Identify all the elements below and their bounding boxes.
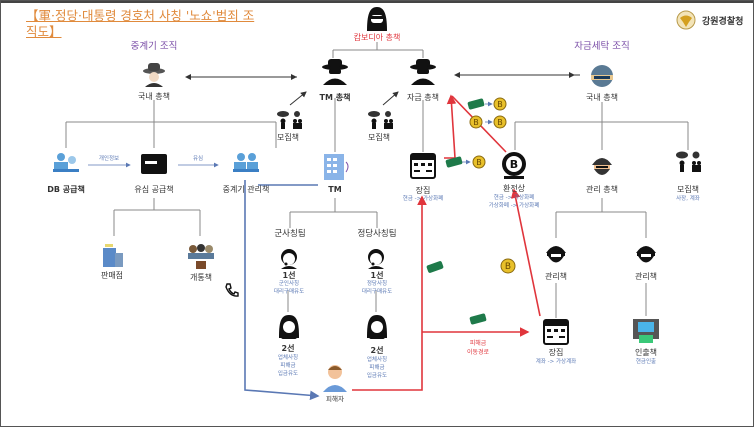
tm-recruiter-label: 모집책: [276, 133, 300, 142]
manager-boss-icon: [592, 158, 612, 175]
manager1-label: 관리책: [544, 272, 568, 281]
cash-bundle-icon: [426, 261, 444, 273]
relay-manager-icon: [233, 153, 259, 172]
line2-military-note-2: 피해금: [280, 363, 296, 369]
shop1-title: 장집: [415, 186, 431, 195]
fedora-man-icon: [143, 63, 165, 87]
withdrawer-title: 인출책: [634, 348, 658, 357]
shop-terminal-icon: [410, 153, 436, 179]
female-operator-icon: [367, 315, 387, 339]
funds-boss-spy-icon: [410, 59, 436, 85]
exchanger-note-1: 현금 -> 가상화폐: [493, 195, 535, 201]
usim-supplier-label: 유심 공급책: [134, 185, 174, 194]
laundering-recruiter-icon: [676, 151, 701, 172]
line1-party-note-2: 대리구매유도: [361, 289, 393, 295]
broker-head-label: 국내 총책: [138, 92, 170, 101]
edge-label-usim: 유심: [192, 156, 204, 162]
shop-terminal-icon: [543, 319, 569, 345]
bitcoin-coin-icon: B: [493, 115, 507, 129]
shop2-note: 계좌 -> 가상계좌: [535, 359, 577, 365]
masked-man-icon: [591, 65, 613, 87]
edge-label-personal-info: 개인정보: [98, 156, 120, 162]
shop1-note: 현금 -> 가상화폐: [402, 196, 444, 202]
team-military-label: 군사칭팀: [274, 229, 306, 239]
manager2-label: 관리책: [634, 272, 658, 281]
victim-person-icon: [323, 365, 347, 392]
laundering-recruiter-label: 모집책: [676, 185, 700, 194]
thief-manager-icon: [546, 246, 566, 263]
funds-recruiter-label: 모집책: [367, 133, 391, 142]
victim-label: 피해자: [326, 395, 344, 403]
shop2-title: 장집: [548, 348, 564, 357]
svg-text:B: B: [510, 158, 518, 171]
top-boss-label: 캄보디아 총책: [353, 33, 401, 42]
police-logo: 강원경찰청: [676, 10, 743, 30]
svg-text:B: B: [497, 100, 503, 109]
store-label: 판매점: [100, 271, 124, 280]
line1-military-title: 1선: [282, 271, 296, 280]
tm-callcenter-building-icon: [324, 154, 349, 180]
manager-boss-label: 관리 총책: [586, 185, 618, 194]
funds-recruiter-icon: [368, 111, 393, 129]
bitcoin-coin-icon: B: [500, 258, 516, 274]
logo-text: 강원경찰청: [702, 16, 744, 27]
svg-text:B: B: [497, 118, 503, 127]
exchanger-note-2: 가상화폐 -> 가상화폐: [488, 203, 540, 209]
bitcoin-coin-icon: B: [472, 155, 486, 169]
victim-money-label-2: 이동경로: [466, 349, 490, 356]
withdrawer-note: 현금인출: [635, 359, 657, 365]
line2-military-note-3: 입금유도: [277, 371, 299, 377]
bitcoin-coin-icon: B: [469, 115, 483, 129]
db-supplier-label: DB 공급책: [47, 185, 85, 194]
hooded-figure-icon: [367, 7, 387, 31]
line2-party-note-1: 업체사칭: [366, 357, 388, 363]
group-label-laundering: 자금세탁 조직: [574, 41, 630, 52]
svg-text:B: B: [473, 118, 479, 127]
atm-icon: [633, 319, 659, 343]
phone-call-icon: [225, 283, 239, 297]
store-building-icon: [103, 244, 123, 267]
victim-money-label-1: 피해금: [469, 340, 487, 347]
headset-operator-icon: [368, 249, 384, 269]
tm-center-label: TM: [328, 185, 342, 194]
line1-military-note-1: 군인사칭: [278, 281, 300, 287]
opener-label: 개통책: [189, 273, 213, 282]
team-party-label: 정당사칭팀: [357, 229, 397, 239]
laundering-head-label: 국내 총책: [586, 93, 618, 102]
funds-boss-label: 자금 총책: [407, 93, 439, 102]
diagram-title: 【軍·정당·대통령 경호처 사칭 '노쇼'범죄 조직도】: [26, 8, 255, 39]
line2-military-note-1: 업체사칭: [277, 355, 299, 361]
line2-party-note-2: 피해금: [369, 365, 385, 371]
cash-bundle-icon: [467, 98, 485, 110]
tm-recruiter-icon: [277, 111, 302, 129]
tm-boss-spy-icon: [322, 59, 348, 85]
cash-bundle-icon: [469, 313, 487, 325]
tm-boss-label: TM 총책: [319, 93, 351, 102]
bitcoin-exchanger-icon: B: [502, 152, 526, 179]
line1-party-note-1: 정당사칭: [366, 281, 388, 287]
thief-manager-icon: [636, 246, 656, 263]
relay-manager-label: 중계기 관리책: [222, 185, 270, 194]
usim-card-icon: [141, 154, 167, 174]
police-emblem-icon: [676, 10, 696, 30]
line1-party-title: 1선: [370, 271, 384, 280]
headset-operator-icon: [281, 249, 297, 269]
opener-group-icon: [188, 244, 214, 269]
svg-text:B: B: [505, 262, 511, 272]
svg-text:B: B: [476, 158, 482, 167]
group-label-broker: 중계기 조직: [130, 41, 178, 52]
cash-bundle-icon: [445, 156, 463, 168]
line2-party-note-3: 입금유도: [366, 373, 388, 379]
laundering-recruiter-note: 사장, 계좌: [676, 196, 700, 202]
line1-military-note-2: 대리구매유도: [273, 289, 305, 295]
exchanger-title: 환전상: [502, 184, 526, 193]
line2-party-title: 2선: [370, 346, 384, 355]
female-operator-icon: [279, 315, 299, 339]
bitcoin-coin-icon: B: [493, 97, 507, 111]
db-supplier-icon: [53, 153, 79, 172]
line2-military-title: 2선: [281, 344, 295, 353]
